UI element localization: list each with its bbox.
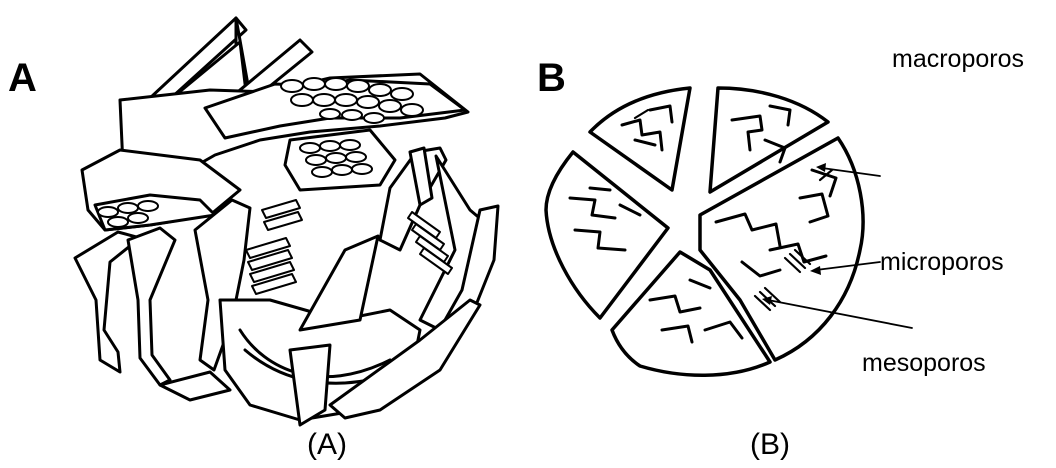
caption-a: (A): [307, 430, 347, 460]
caption-b: (B): [750, 430, 790, 460]
label-micropores: microporos: [880, 250, 1004, 275]
label-macropores: macroporos: [892, 47, 1024, 72]
crumpled-sheets-illustration: [75, 18, 498, 425]
porous-particle-illustration: [546, 88, 912, 375]
label-mesopores: mesoporos: [862, 351, 986, 376]
